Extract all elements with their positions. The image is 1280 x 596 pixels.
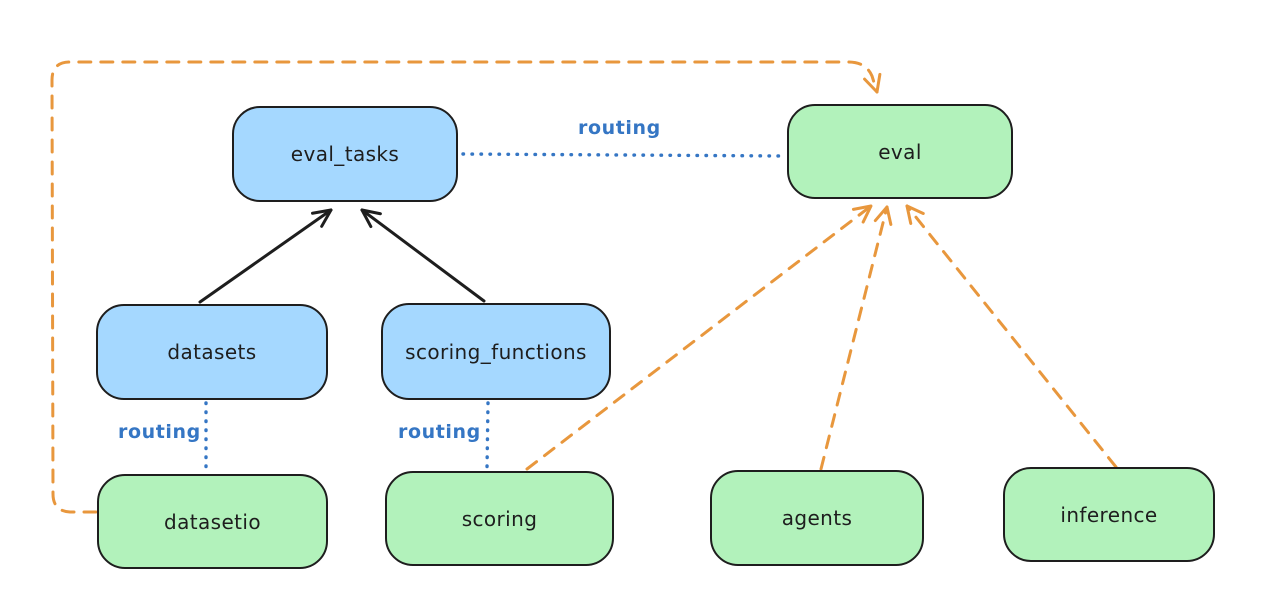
node-datasetio-label: datasetio [163,509,261,534]
node-scoring-functions-label: scoring_functions [405,339,587,364]
node-datasets: datasets [96,304,328,400]
edge-label-routing-top: routing [578,117,661,139]
node-scoring-label: scoring [461,506,538,531]
node-inference: inference [1003,467,1215,562]
node-eval: eval [787,104,1013,199]
node-eval-label: eval [878,139,922,164]
edge-label-routing-middle: routing [398,421,481,443]
edge-routing-scoring-functions-to-scoring [485,401,490,471]
edge-routing-eval-tasks-to-eval [461,152,788,158]
edge-agents-to-eval [819,205,893,471]
edge-scoring-functions-to-eval-tasks [360,208,486,303]
node-inference-label: inference [1060,502,1158,527]
node-agents: agents [710,470,924,566]
node-datasets-label: datasets [167,340,257,364]
node-datasetio: datasetio [97,474,328,569]
node-scoring: scoring [385,471,614,566]
edge-label-routing-left: routing [118,421,201,443]
node-eval-tasks-label: eval_tasks [290,142,400,166]
edge-inference-to-eval [905,204,1118,469]
edge-datasets-to-eval-tasks [198,208,333,304]
node-scoring-functions: scoring_functions [381,303,611,400]
edge-scoring-to-eval [525,204,873,471]
node-agents-label: agents [781,506,853,530]
node-eval-tasks: eval_tasks [232,106,458,202]
